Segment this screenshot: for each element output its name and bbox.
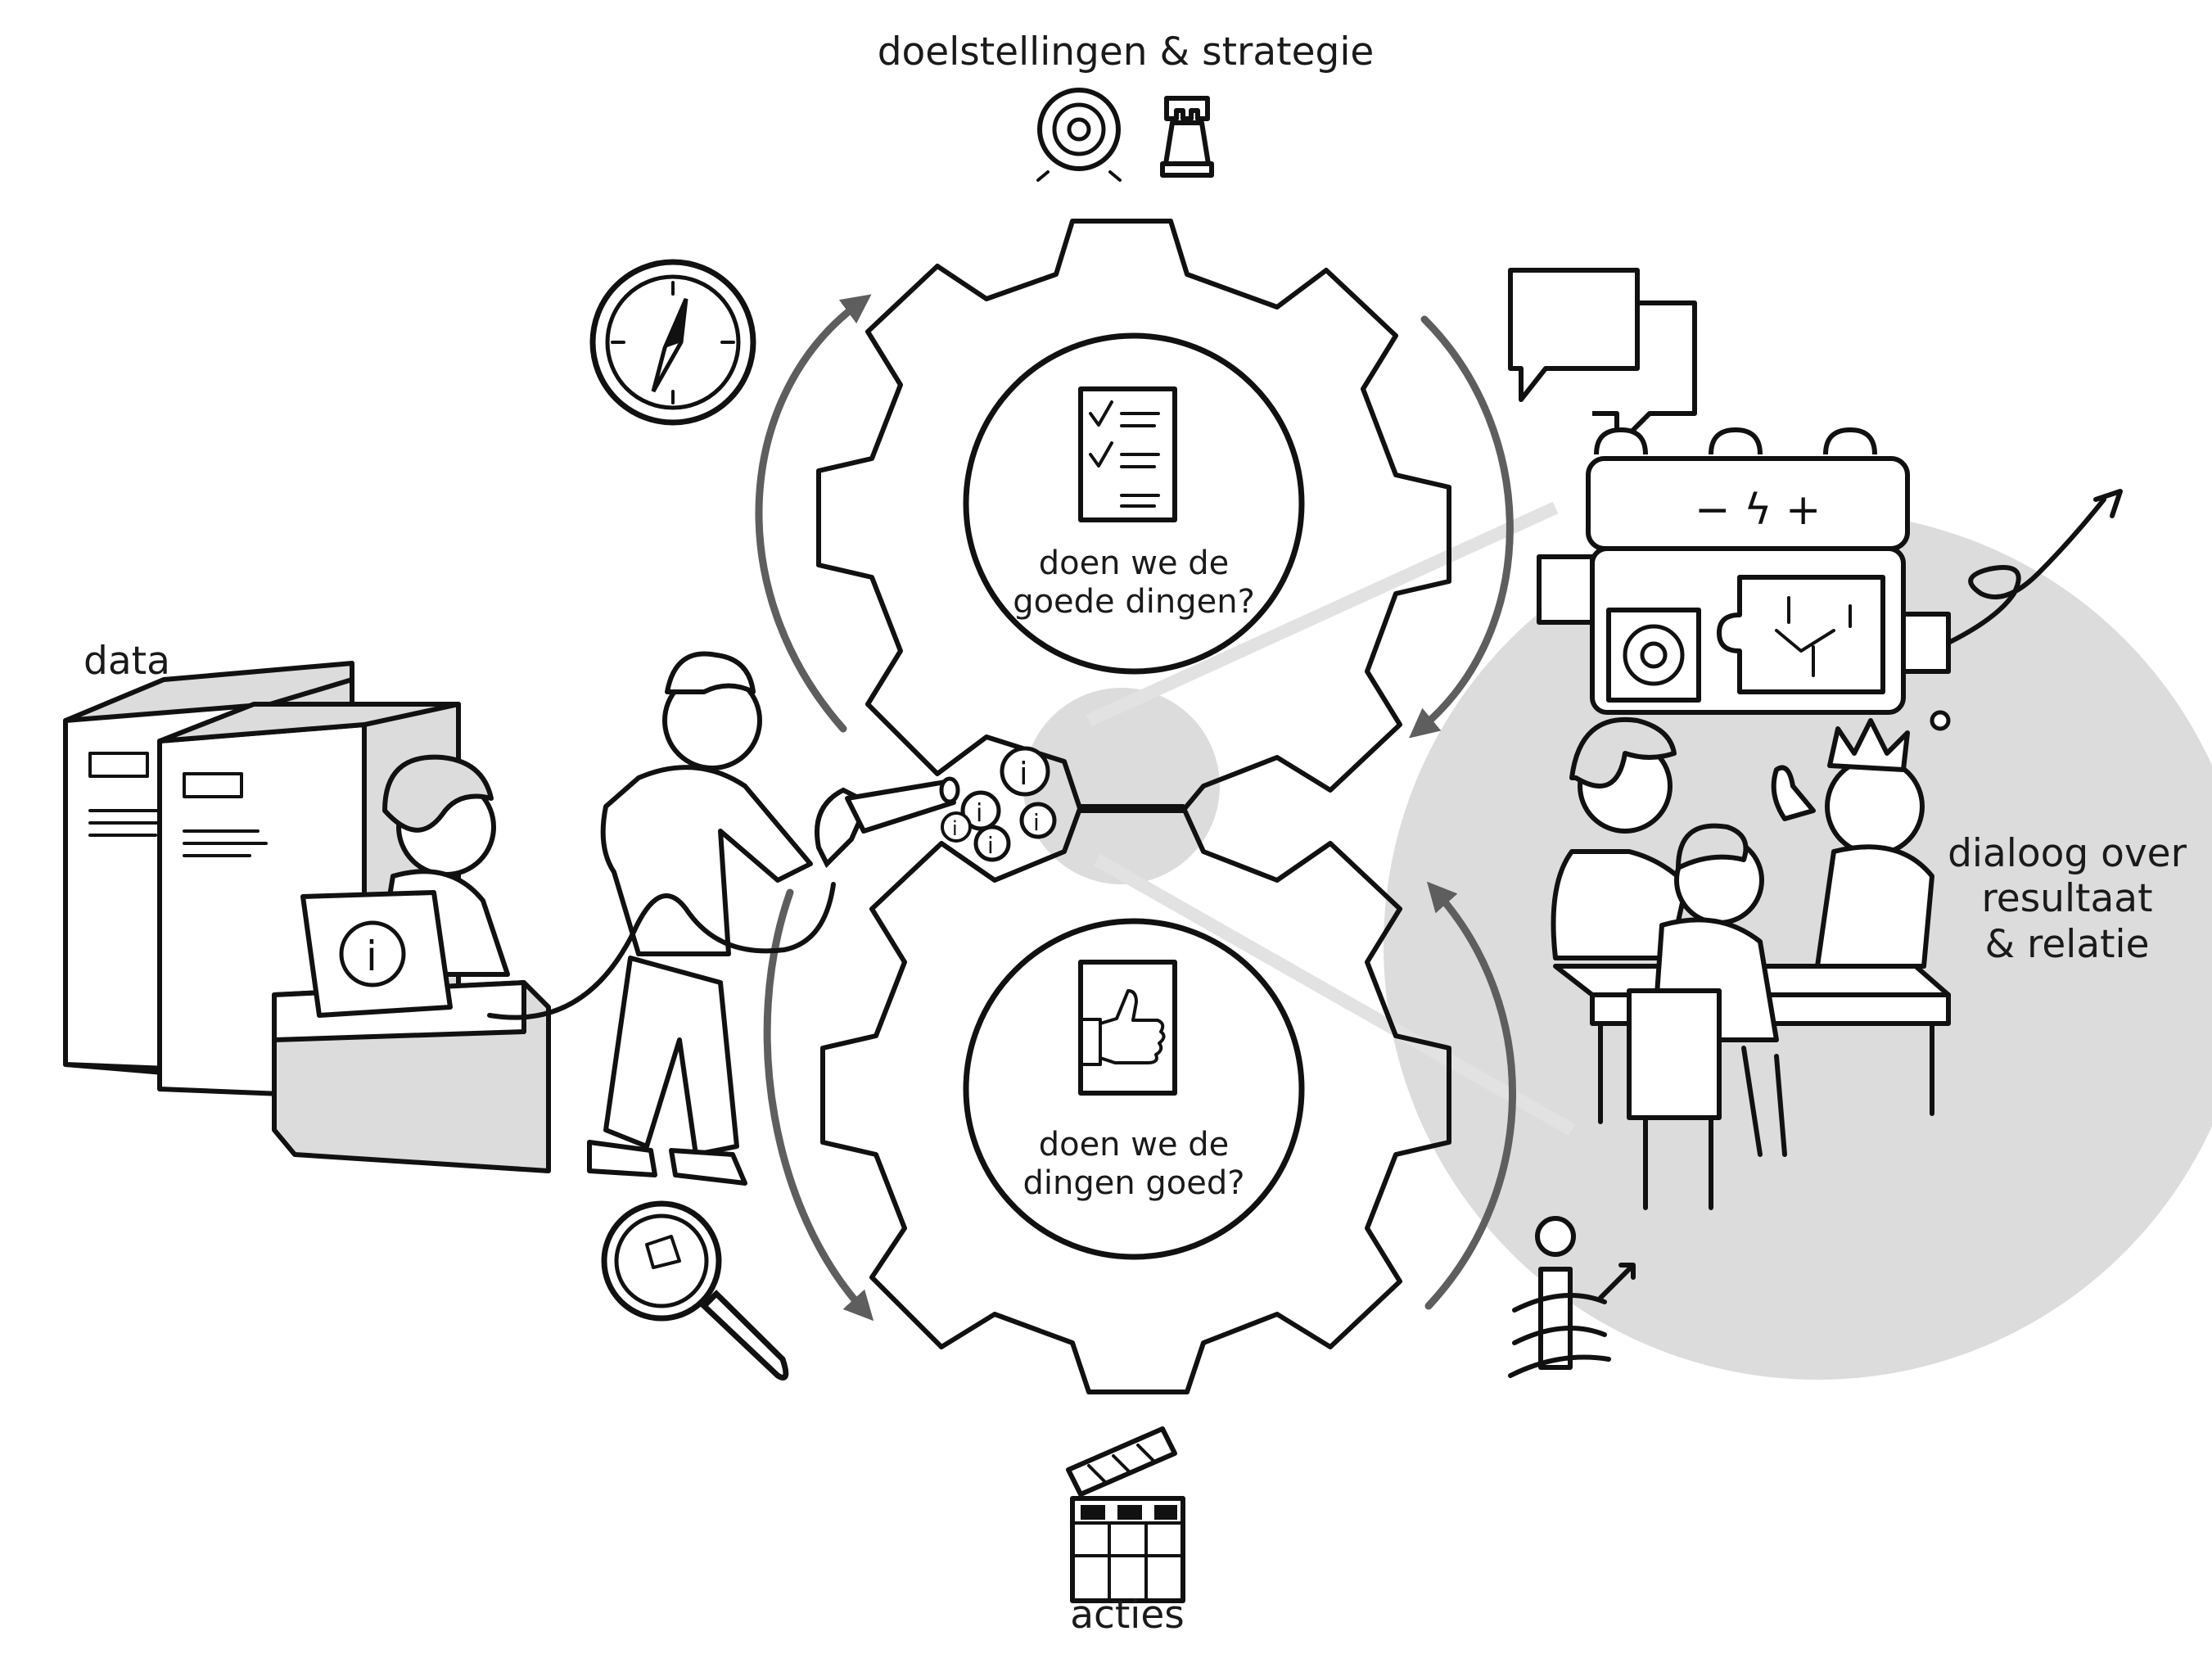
meeting-people (1551, 710, 1951, 1210)
man-with-crown (1771, 710, 1951, 969)
top-gear-question: doen we de goede dingen? (1013, 545, 1255, 621)
thumbs-up-card-icon (1078, 960, 1177, 1096)
svg-text:i: i (1019, 756, 1028, 792)
magnifier-icon (601, 1200, 789, 1381)
speech-bubbles-icon (1508, 268, 1697, 449)
svg-text:i: i (976, 799, 982, 828)
target-icon (1036, 88, 1122, 182)
puzzle-piece-icon (1717, 575, 1885, 694)
dialogue-machine: − ϟ + (1537, 427, 2123, 715)
dialogue-highlight-circle (1384, 512, 2212, 1380)
goals-label: doelstellingen & strategie (877, 29, 1375, 75)
man-with-hose (487, 651, 960, 1186)
checklist-icon (1078, 386, 1177, 522)
bottom-gear (820, 804, 1451, 1394)
info-bubble-4: i (941, 811, 972, 843)
data-label: data (84, 639, 170, 684)
arrow-left-up (755, 294, 872, 733)
svg-text:i: i (987, 832, 994, 859)
chess-rook-icon (1160, 96, 1214, 178)
svg-text:i: i (952, 817, 958, 840)
arrow-right-down (1409, 315, 1514, 739)
arrow-right-up (1424, 881, 1516, 1310)
machine-target-icon (1606, 608, 1701, 703)
info-bubble-2: i (960, 790, 1001, 831)
cycle-arrows (755, 294, 1516, 1322)
info-bubbles: i i i i i (941, 746, 1057, 862)
top-gear (816, 219, 1451, 813)
compass-icon (589, 259, 756, 426)
svg-text:− ϟ +: − ϟ + (1695, 486, 1822, 535)
arrow-left-down (763, 888, 874, 1322)
laptop-info-glyph: i (366, 933, 377, 980)
bottom-gear-question: doen we de dingen goed? (1022, 1126, 1245, 1203)
info-spiral-icon (1508, 1216, 1636, 1378)
dialogue-label: dialoog over resultaat & relatie (1948, 831, 2187, 967)
laptop-info-badge (339, 920, 406, 987)
clapperboard-icon (1066, 1426, 1185, 1603)
info-bubble-1: i (1000, 746, 1050, 797)
info-bubble-3: i (1019, 802, 1057, 839)
svg-text:i: i (1033, 809, 1040, 836)
highlight-circles (1023, 501, 2212, 1380)
man-center-back (1627, 823, 1787, 1210)
actions-label: acties (1070, 1593, 1185, 1638)
goals-icons (1036, 88, 1214, 182)
woman-left (1551, 716, 1689, 960)
info-bubble-5: i (973, 825, 1011, 862)
woman-at-laptop: i (272, 754, 551, 1173)
